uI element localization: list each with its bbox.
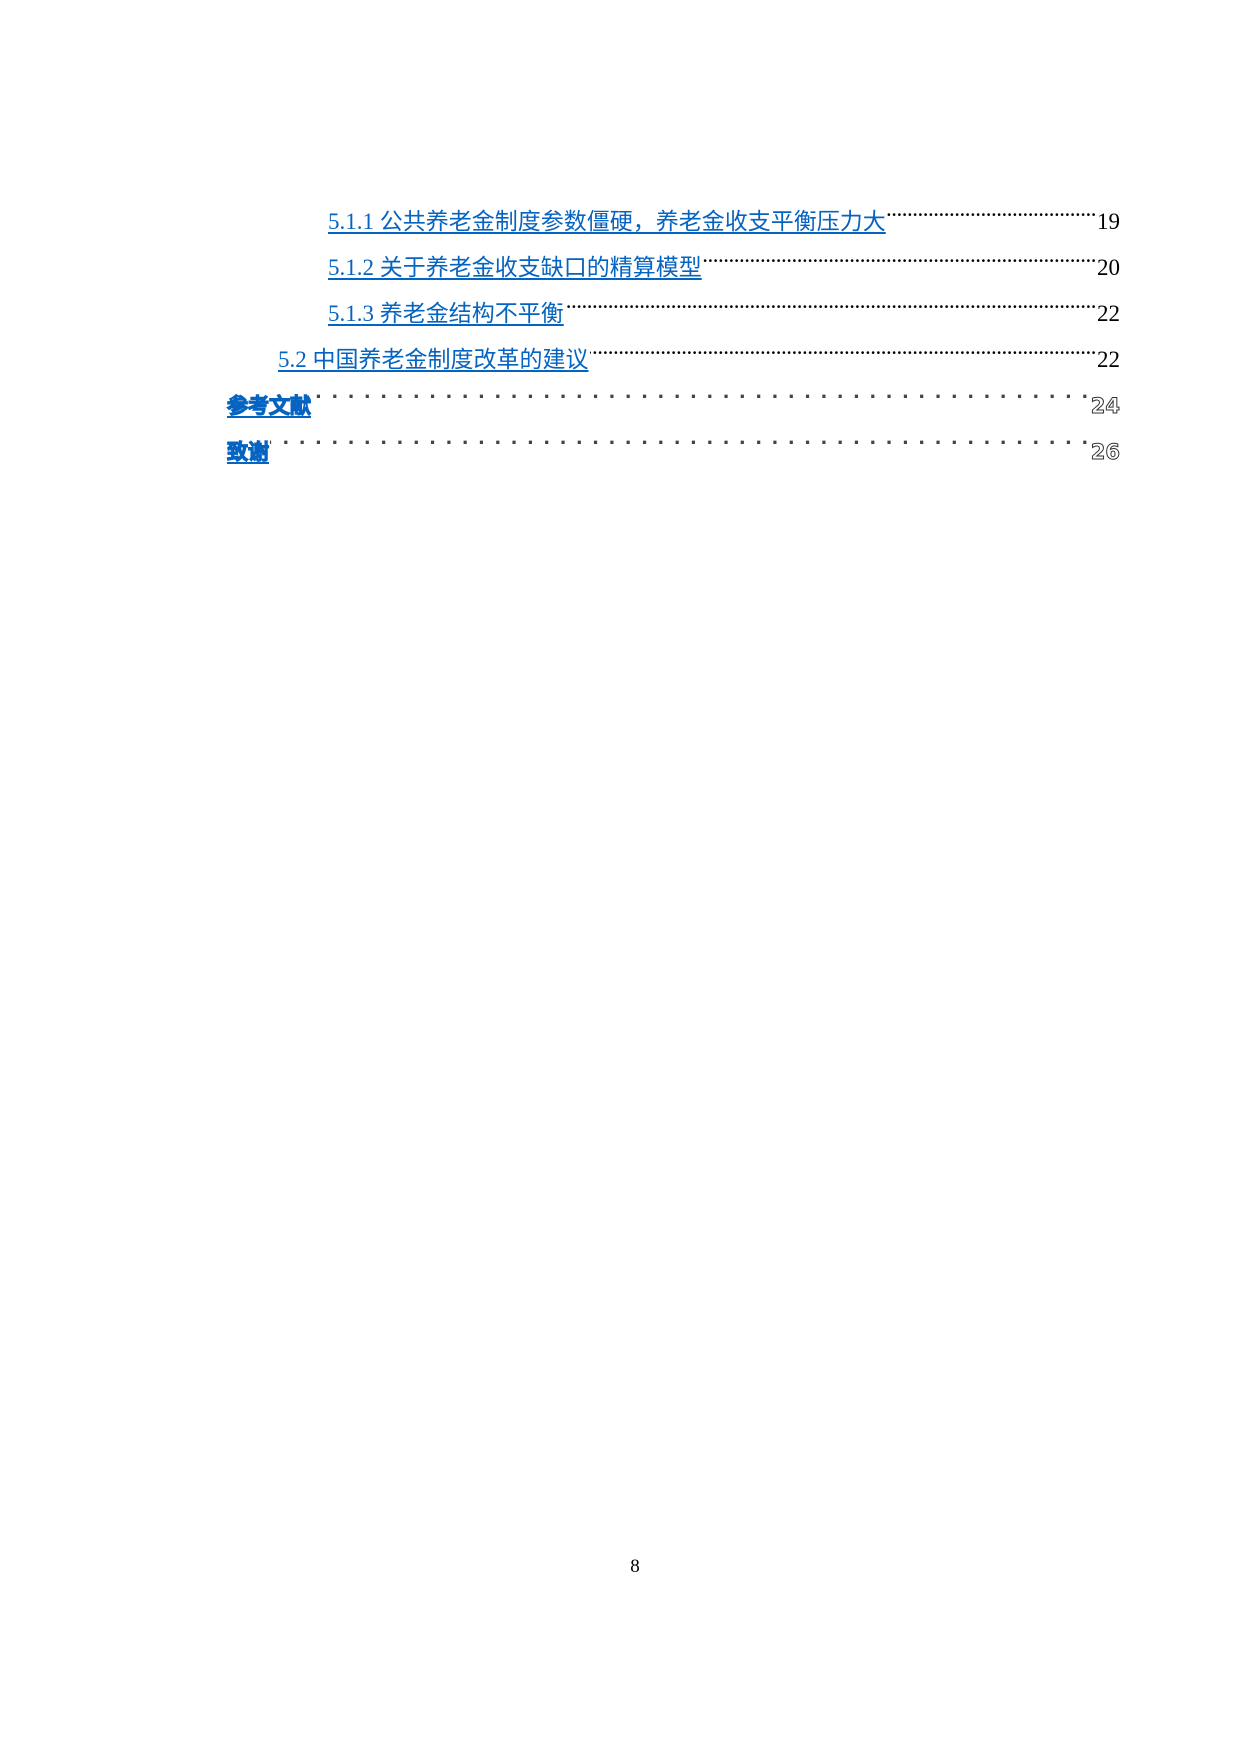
- page-number: 8: [630, 1556, 640, 1577]
- dot-leader: [270, 419, 1090, 459]
- toc-entry-acknowledgements: 致谢 26: [226, 419, 1120, 465]
- toc-entry-5-1-2: 5.1.2 关于养老金收支缺口的精算模型 20: [328, 235, 1120, 280]
- toc-entry-references: 参考文献 24: [226, 373, 1120, 419]
- toc-page-number: 26: [1090, 440, 1120, 465]
- dot-leader: [590, 327, 1097, 367]
- toc-link-5-1-1[interactable]: 5.1.1 公共养老金制度参数僵硬，养老金收支平衡压力大: [328, 209, 886, 234]
- toc-entry-5-2: 5.2 中国养老金制度改革的建议 22: [278, 327, 1120, 372]
- toc-page-number: 22: [1097, 347, 1120, 372]
- dot-leader: [703, 235, 1096, 275]
- toc-link-5-1-3[interactable]: 5.1.3 养老金结构不平衡: [328, 301, 564, 326]
- toc-page-number: 20: [1097, 255, 1120, 280]
- toc-link-acknowledgements[interactable]: 致谢: [226, 439, 269, 464]
- toc-entry-5-1-1: 5.1.1 公共养老金制度参数僵硬，养老金收支平衡压力大 19: [328, 189, 1120, 234]
- toc-link-5-2[interactable]: 5.2 中国养老金制度改革的建议: [278, 347, 589, 372]
- dot-leader: [887, 189, 1096, 229]
- dot-leader: [312, 373, 1090, 413]
- toc-page-number: 19: [1097, 209, 1120, 234]
- toc-page-number: 22: [1097, 301, 1120, 326]
- toc-link-5-1-2[interactable]: 5.1.2 关于养老金收支缺口的精算模型: [328, 255, 702, 280]
- toc-page-number: 24: [1090, 394, 1120, 419]
- toc-entry-5-1-3: 5.1.3 养老金结构不平衡 22: [328, 281, 1120, 326]
- toc-link-references[interactable]: 参考文献: [226, 393, 311, 418]
- dot-leader: [565, 281, 1096, 321]
